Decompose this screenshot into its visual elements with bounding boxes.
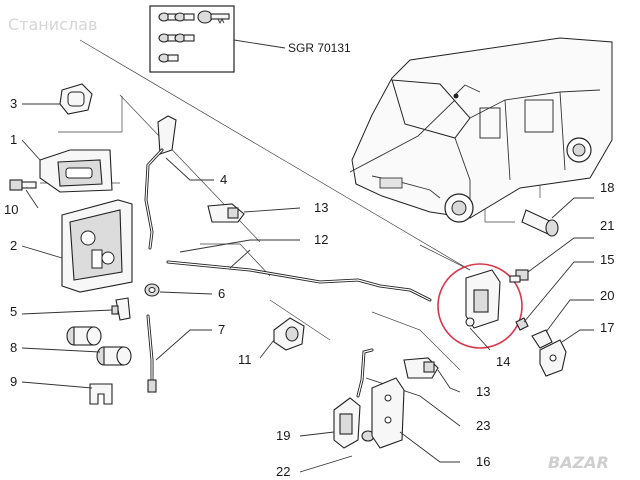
callout-23: 23 [476, 418, 490, 433]
part-6-grommet [144, 283, 160, 297]
callout-19: 19 [276, 428, 290, 443]
part-16-latch-plate [371, 377, 405, 449]
part-3-cover [59, 83, 93, 115]
callout-16: 16 [476, 454, 490, 469]
part-23-rod [356, 348, 374, 398]
key-icon [197, 10, 230, 25]
part-14-hinge-bracket [437, 263, 523, 349]
callout-6: 6 [218, 286, 225, 301]
highlight-circle [437, 263, 523, 349]
callout-7: 7 [218, 322, 225, 337]
callout-12: 12 [314, 232, 328, 247]
part-17-striker-plate [539, 339, 567, 377]
part-13-clip-lower [403, 357, 439, 379]
part-7-short-rod [146, 314, 157, 393]
callout-20: 20 [600, 288, 614, 303]
callout-11: 11 [238, 352, 252, 367]
part-4-handle-rod [144, 115, 177, 250]
callout-2: 2 [10, 238, 17, 253]
callout-21: 21 [600, 218, 614, 233]
callout-1: 1 [10, 132, 17, 147]
lock-cylinder-icon [158, 12, 195, 63]
brand-watermark: BAZAR [548, 453, 609, 472]
part-2-lock-panel [61, 199, 133, 293]
part-10-screw [9, 179, 37, 191]
watermark-text: Станислав [8, 15, 97, 34]
part-1-door-handle [39, 149, 113, 193]
callout-22: 22 [276, 464, 290, 479]
reference-code: SGR 70131 [288, 41, 351, 55]
van-illustration [349, 37, 613, 223]
part-9-clip [89, 383, 113, 405]
callout-8: 8 [10, 340, 17, 355]
callout-14: 14 [496, 354, 510, 369]
callout-5: 5 [10, 304, 17, 319]
callout-3: 3 [10, 96, 17, 111]
part-21-bolt [509, 269, 529, 283]
part-5-bracket [111, 297, 131, 321]
lock-set-box [149, 5, 235, 73]
part-8-sleeves [66, 326, 132, 366]
callout-17: 17 [600, 320, 614, 335]
part-18-cylinder [521, 209, 559, 237]
part-13-clip-upper [207, 203, 245, 223]
callout-15: 15 [600, 252, 614, 267]
callout-10: 10 [4, 202, 18, 217]
callout-13-upper: 13 [314, 200, 328, 215]
part-12-long-rod [166, 260, 432, 302]
part-19-lock-mechanism [333, 397, 361, 449]
part-11-bushing [273, 317, 305, 351]
part-20-small-plate [531, 329, 553, 349]
callout-4: 4 [220, 172, 227, 187]
callout-9: 9 [10, 374, 17, 389]
callout-18: 18 [600, 180, 614, 195]
callout-13-lower: 13 [476, 384, 490, 399]
